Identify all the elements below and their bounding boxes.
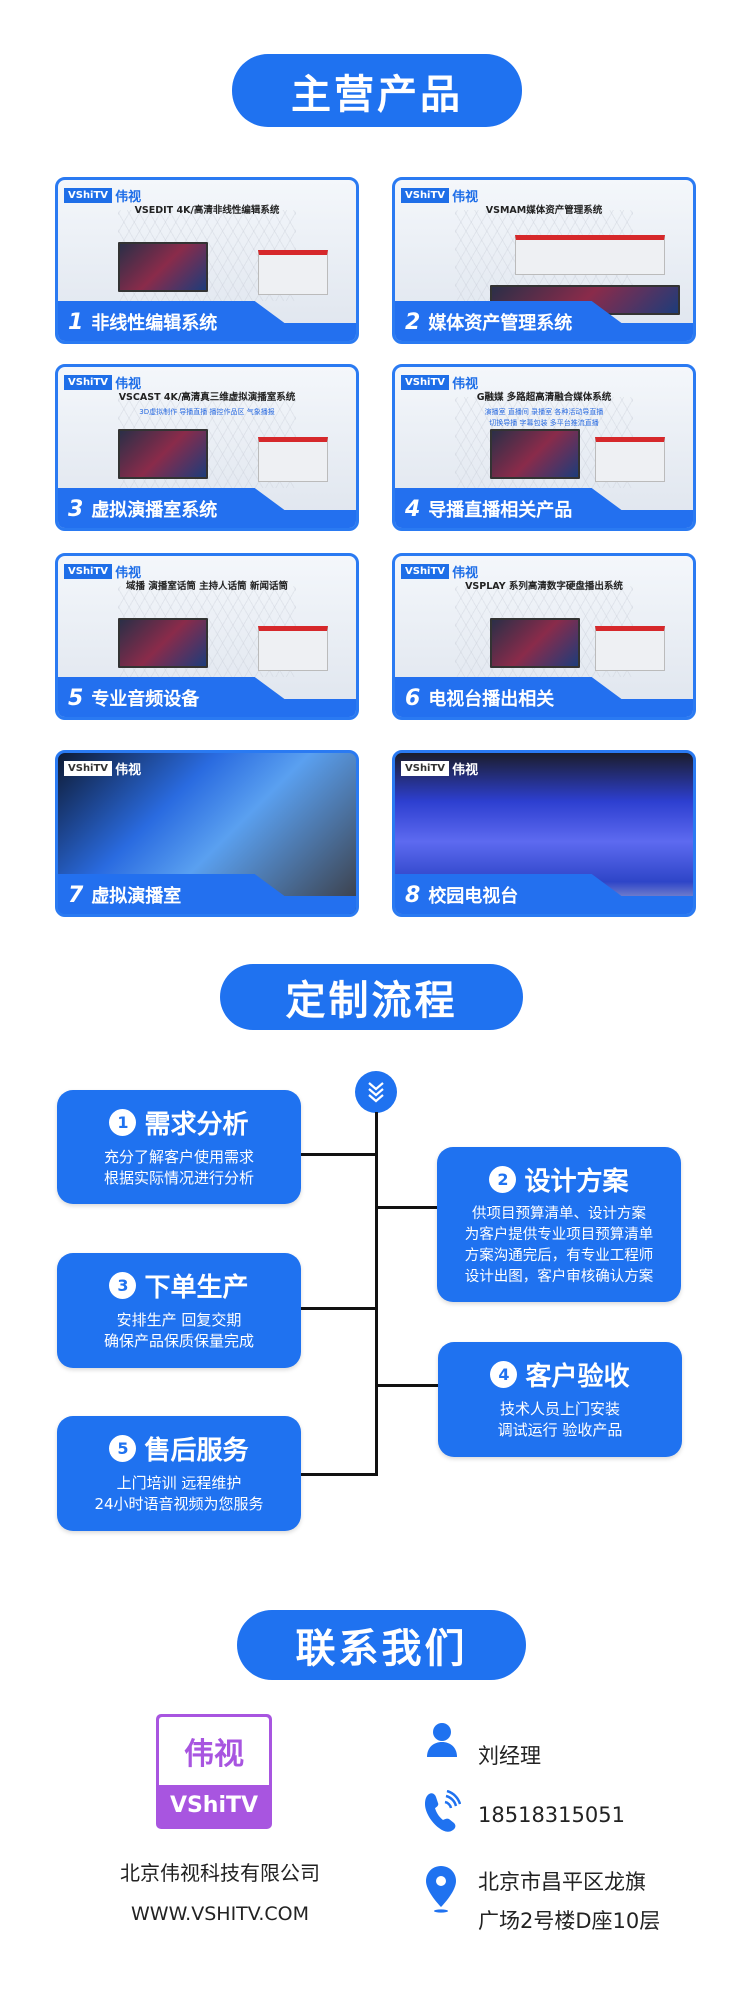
phone-icon [423,1789,462,1836]
company-name: 北京伟视科技有限公司 [120,1861,320,1885]
connector [301,1307,377,1310]
product-subtitle: VSPLAY 系列高清数字硬盘播出系统 [465,581,623,592]
connector [376,1384,438,1387]
product-label: 虚拟演播室 [91,886,182,907]
section-title-products: 主营产品 [232,54,522,127]
connector [301,1473,378,1476]
connector [301,1153,377,1156]
product-label: 导播直播相关产品 [428,500,573,521]
location-icon [424,1865,458,1917]
product-subtitle: G融媒 多路超高清融合媒体系统 [476,392,612,403]
contact-person: 刘经理 [478,1744,541,1768]
product-subtitle: VSEDIT 4K/高清非线性编辑系统 [134,205,280,216]
company-website[interactable]: WWW.VSHITV.COM [131,1903,309,1925]
product-server-image [595,437,665,482]
product-label: 非线性编辑系统 [91,313,218,334]
product-monitor-image [118,242,208,292]
contact-address-line2: 广场2号楼D座10层 [478,1909,661,1933]
product-label: 电视台播出相关 [428,689,555,710]
product-server-image [258,250,328,295]
product-monitor-image [118,429,208,479]
product-subtitle: VSCAST 4K/高清真三维虚拟演播室系统 [118,392,296,403]
product-monitor-image [118,618,208,668]
section-title-contact: 联系我们 [237,1610,526,1680]
product-subtitle: VSMAM媒体资产管理系统 [485,205,603,216]
product-server-image [595,626,665,671]
product-monitor-image [490,618,580,668]
contact-address-line1: 北京市昌平区龙旗 [478,1870,646,1894]
product-monitor-image [490,429,580,479]
product-label: 虚拟演播室系统 [91,500,218,521]
section-title-process: 定制流程 [220,964,523,1030]
product-server-image [515,235,665,275]
product-monitor-image [490,285,680,315]
person-icon [426,1722,458,1762]
product-subtitle: 域播 演播室话筒 主持人话筒 新闻话筒 [126,581,288,592]
timeline-line [375,1112,378,1476]
timeline-start-icon [355,1071,397,1113]
product-label: 媒体资产管理系统 [428,313,573,334]
product-label: 专业音频设备 [91,689,200,710]
connector [376,1206,438,1209]
product-label: 校园电视台 [428,886,519,907]
product-tags: 3D虚拟制作 导播直播 播控作品区 气象播报 [139,408,275,416]
company-logo: 伟视 VShiTV [156,1714,272,1829]
product-server-image [258,626,328,671]
product-server-image [258,437,328,482]
product-tags: 演播室 直播间 录播室 各种活动导直播切换导播 字幕包装 多平台推流直播 [484,408,604,427]
contact-phone[interactable]: 18518315051 [478,1803,625,1827]
